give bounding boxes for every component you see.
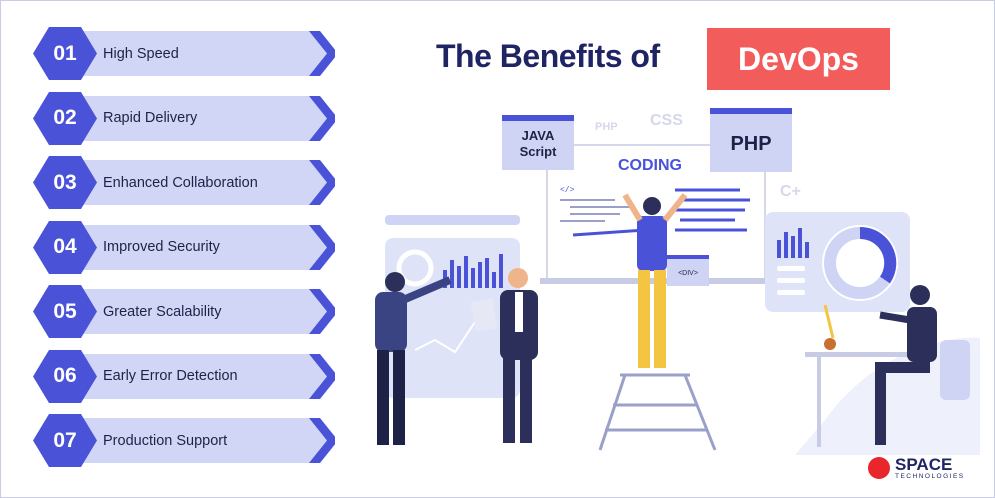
benefit-item: 04 Improved Security xyxy=(33,220,335,275)
code-lines-highlight xyxy=(572,188,750,237)
page-title: The Benefits of xyxy=(436,38,660,74)
benefit-item: 07 Production Support xyxy=(33,413,335,468)
businessman-person xyxy=(470,268,538,443)
bar-chart-icon xyxy=(777,228,809,258)
benefit-arrow-shape xyxy=(33,91,335,145)
benefit-label: Early Error Detection xyxy=(103,368,238,384)
benefit-item: 03 Enhanced Collaboration xyxy=(33,155,335,210)
benefit-number: 04 xyxy=(53,235,77,258)
floating-php-label: PHP xyxy=(595,121,618,133)
seated-person xyxy=(875,285,970,445)
benefit-arrow-shape xyxy=(33,414,335,467)
benefit-number: 07 xyxy=(53,428,77,452)
panel-list-lines xyxy=(777,266,805,295)
brand-name: SPACE xyxy=(895,455,953,474)
javascript-card xyxy=(502,118,574,170)
line-chart-icon xyxy=(414,321,476,354)
benefit-arrow-shape xyxy=(33,349,335,403)
title-highlight-badge: DevOps xyxy=(707,28,890,90)
benefit-number: 02 xyxy=(53,106,77,129)
ladder xyxy=(598,373,717,451)
div-tag-label: <DIV> xyxy=(678,270,698,277)
coder-person xyxy=(622,193,688,368)
background-blob xyxy=(795,337,980,455)
benefit-label: Greater Scalability xyxy=(103,303,222,320)
board-title: CODING xyxy=(618,157,682,174)
desk xyxy=(805,304,915,447)
benefit-label: Production Support xyxy=(103,432,228,449)
brand-logo: SPACE TECHNOLOGIES xyxy=(868,456,965,480)
benefit-arrow-shape xyxy=(33,285,335,338)
benefit-arrow-shape xyxy=(33,27,335,80)
php-card-label: PHP xyxy=(730,133,771,155)
php-card xyxy=(710,112,792,172)
benefit-arrow-shape xyxy=(33,156,335,209)
benefit-number: 05 xyxy=(53,299,77,323)
benefits-list: 01 High Speed 02 Rapid Delivery 03 Enhan… xyxy=(33,26,335,478)
benefit-number: 01 xyxy=(53,41,77,65)
benefit-label: Enhanced Collaboration xyxy=(103,174,258,191)
benefit-label: Improved Security xyxy=(103,239,220,255)
benefit-item: 06 Early Error Detection xyxy=(33,349,335,404)
benefit-item: 02 Rapid Delivery xyxy=(33,91,335,146)
benefit-item: 01 High Speed xyxy=(33,26,335,81)
code-lines xyxy=(560,199,630,222)
ring-chart-icon xyxy=(396,249,434,287)
floating-css-label: CSS xyxy=(650,112,683,129)
benefit-number: 03 xyxy=(53,170,77,194)
brand-subtitle: TECHNOLOGIES xyxy=(895,473,965,480)
floating-cplus-label: C+ xyxy=(780,183,801,200)
benefit-arrow-shape xyxy=(33,220,335,274)
maple-leaf-icon xyxy=(868,457,890,479)
panel-bar xyxy=(385,215,520,225)
benefit-label: High Speed xyxy=(103,45,179,62)
benefit-number: 06 xyxy=(53,364,77,387)
benefit-label: Rapid Delivery xyxy=(103,110,198,126)
presenter-person xyxy=(375,272,452,445)
benefit-item: 05 Greater Scalability xyxy=(33,284,335,339)
code-tag: </> xyxy=(560,186,575,195)
div-tag-card xyxy=(667,258,709,286)
